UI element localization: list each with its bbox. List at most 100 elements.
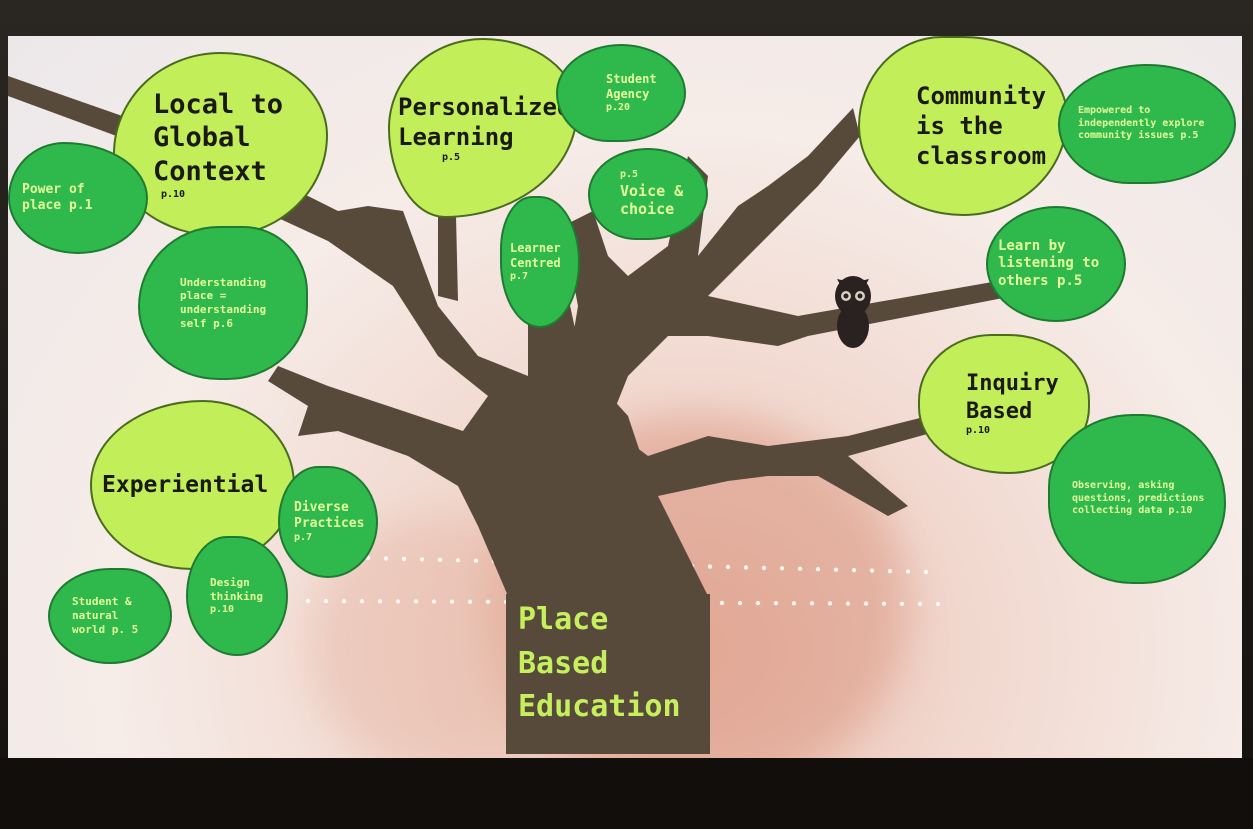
decorative-dot (755, 600, 761, 606)
decorative-dot (401, 556, 407, 562)
leaf-text: Diverse (294, 499, 349, 515)
leaf-text: independently explore (1078, 117, 1205, 129)
monitor-bottom-bezel (0, 758, 1253, 829)
decorative-dot (797, 566, 803, 571)
decorative-dot (437, 557, 443, 562)
leaf-ref: p.20 (606, 101, 631, 113)
leaf-text: Agency (606, 86, 650, 101)
leaf-text: Personalized (398, 92, 572, 121)
decorative-dot (455, 558, 461, 563)
leaf-text: is the (916, 112, 1003, 140)
leaf-text: Experiential (102, 471, 269, 498)
decorative-dot (485, 599, 491, 605)
decorative-dot (851, 567, 857, 573)
leaf-ref: p.7 (294, 532, 313, 543)
decorative-dot (827, 601, 833, 606)
decorative-dot (413, 599, 419, 604)
leaf-ref: p.5 (620, 169, 639, 180)
leaf-voice-choice: p.5 Voice & choice (588, 148, 708, 240)
trunk-label-line: Place (518, 602, 609, 637)
decorative-dot (761, 565, 767, 571)
leaf-student-natural-world: Student & natural world p. 5 (48, 568, 172, 664)
tree-trunk-branches (8, 76, 1003, 596)
decorative-dot (305, 598, 311, 604)
leaf-text: others p.5 (998, 272, 1083, 289)
leaf-text: community issues p.5 (1078, 130, 1199, 142)
leaf-text: Local to (153, 88, 284, 120)
decorative-dot (869, 568, 875, 573)
owl-icon (835, 276, 871, 348)
leaf-text: Understanding (180, 275, 267, 289)
decorative-dot (341, 598, 347, 604)
leaf-text: Student (606, 71, 657, 86)
leaf-power-of-place: Power of place p.1 (8, 142, 148, 254)
decorative-dot (725, 564, 731, 570)
decorative-dot (881, 601, 887, 606)
leaf-text: Voice & (620, 181, 684, 200)
leaf-text: Power of (22, 181, 85, 197)
leaf-text: Learn by (998, 237, 1066, 254)
decorative-dot (737, 600, 743, 606)
decorative-dot (323, 598, 329, 604)
leaf-text: place p.1 (22, 198, 93, 213)
leaf-student-agency: Student Agency p.20 (556, 44, 686, 142)
decorative-dot (935, 601, 941, 607)
leaf-text: Student & (72, 595, 132, 609)
leaf-observing: Observing, asking questions, predictions… (1048, 414, 1226, 584)
decorative-dot (467, 599, 473, 604)
leaf-text: Context (153, 156, 267, 188)
leaf-text: Inquiry (966, 371, 1059, 397)
decorative-dot (899, 601, 905, 606)
decorative-dot (419, 557, 425, 562)
trunk-label: Place Based Education (506, 594, 710, 754)
leaf-text: questions, predictions (1072, 492, 1205, 504)
leaf-ref: p.10 (966, 425, 991, 437)
leaf-text: collecting data p.10 (1072, 505, 1193, 517)
leaf-text: understanding (180, 303, 267, 316)
leaf-text: Global (153, 122, 251, 154)
leaf-text: place = (180, 289, 227, 303)
trunk-left-branches (8, 76, 708, 596)
leaf-text: natural (72, 609, 119, 623)
trunk-right-branches (563, 108, 1003, 516)
leaf-text: world p. 5 (72, 622, 139, 636)
decorative-dot (905, 569, 911, 574)
leaf-empowered: Empowered to independently explore commu… (1058, 64, 1236, 184)
decorative-dot (359, 599, 365, 604)
leaf-diverse-practices: Diverse Practices p.7 (278, 466, 378, 578)
decorative-dot (791, 601, 797, 606)
leaf-text: Practices (294, 515, 365, 531)
decorative-dot (863, 601, 869, 606)
trunk-label-line: Education (518, 689, 681, 724)
leaf-text: Learner (510, 240, 561, 255)
decorative-dot (917, 601, 923, 607)
leaf-ref: p.10 (210, 603, 235, 615)
leaf-inquiry-based: Inquiry Based p.10 (918, 334, 1090, 474)
decorative-dot (473, 558, 479, 563)
decorative-dot (377, 599, 383, 604)
presentation-slide: Local to Global Context p.10 Personalize… (8, 36, 1242, 758)
decorative-dot (707, 564, 713, 569)
leaf-text: thinking (210, 589, 263, 603)
decorative-dot (743, 565, 749, 570)
leaf-text: Observing, asking (1072, 480, 1175, 492)
leaf-learner-centred: Learner Centred p.7 (500, 196, 580, 328)
decorative-dot (383, 556, 389, 561)
leaf-text: listening to (998, 255, 1100, 272)
leaf-design-thinking: Design thinking p.10 (186, 536, 288, 656)
trunk-label-line: Based (518, 645, 609, 681)
leaf-learn-by-listening: Learn by listening to others p.5 (986, 206, 1126, 322)
branch-mid (438, 216, 458, 301)
leaf-ref: p.5 (442, 151, 461, 163)
leaf-community-classroom: Community is the classroom (858, 36, 1068, 216)
leaf-text: classroom (916, 142, 1047, 170)
decorative-dot (779, 566, 785, 571)
leaf-understanding-place: Understanding place = understanding self… (138, 226, 308, 380)
tree-svg (8, 76, 1003, 607)
decorative-dot (833, 567, 839, 572)
leaf-ref: p.7 (510, 270, 529, 282)
decorative-dot (719, 600, 725, 606)
decorative-dot (815, 567, 821, 572)
leaf-text: Design (210, 576, 250, 589)
leaf-text: choice (620, 200, 675, 219)
